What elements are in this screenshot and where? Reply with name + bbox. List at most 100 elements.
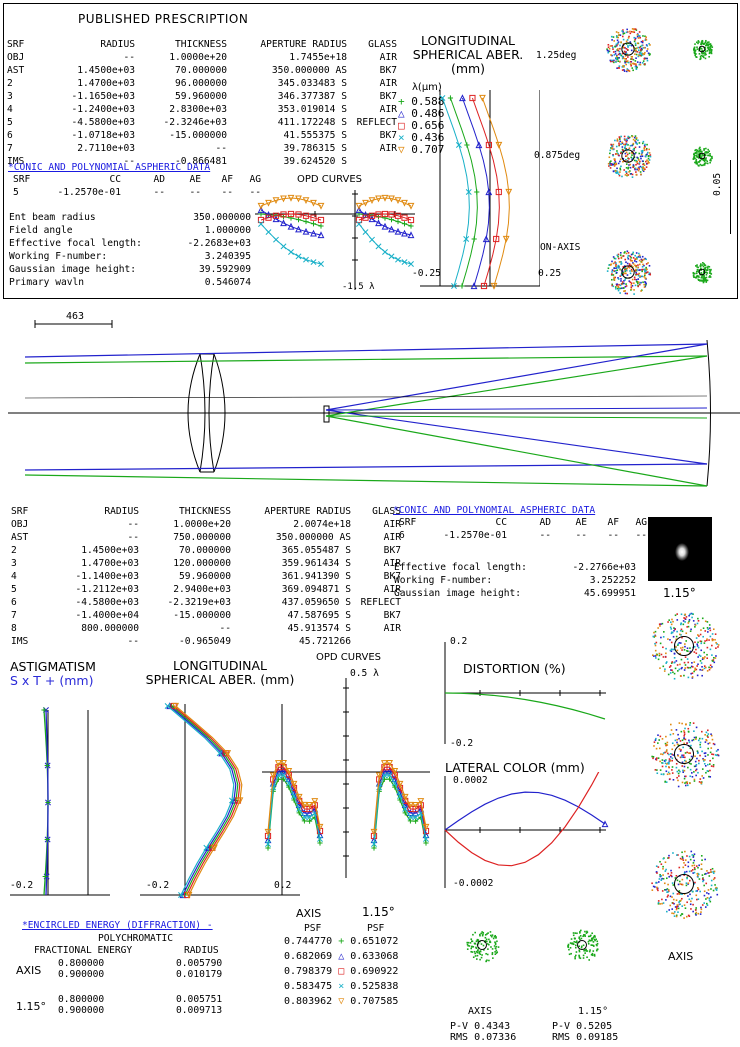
spot-dot — [709, 158, 712, 160]
psf-field-value: 0.707585 — [344, 996, 399, 1007]
spot-dot — [614, 153, 617, 155]
triangle-marker — [375, 219, 382, 227]
table-cell: AG — [249, 174, 261, 185]
spot-dot — [626, 68, 629, 70]
table-cell: 346.377387 S — [277, 91, 347, 102]
table-cell — [348, 155, 398, 168]
spot-dot — [687, 882, 690, 885]
spot-dot — [652, 635, 655, 638]
spot-dot — [697, 739, 700, 742]
spot-dot — [644, 284, 647, 286]
spot-dot — [712, 870, 715, 873]
table-cell: CC — [109, 174, 121, 185]
spot-dot — [664, 656, 667, 658]
spot-dot — [630, 286, 633, 289]
spot-dot — [700, 280, 703, 282]
triangle-down-marker — [422, 823, 430, 831]
spot-dot — [480, 943, 483, 945]
spot-dot — [612, 285, 615, 288]
spot-dot — [625, 151, 628, 154]
spot-dot — [701, 164, 704, 167]
spot-dot — [697, 634, 699, 636]
spot-dot — [704, 630, 707, 632]
spot-dot — [679, 740, 682, 742]
spot-dot — [647, 262, 649, 264]
spot-dot — [704, 267, 707, 269]
spot-dot — [622, 273, 625, 276]
spot-dot — [684, 645, 686, 648]
spot-dot — [690, 628, 692, 631]
spot-dot — [675, 908, 678, 911]
spot-dot — [707, 736, 709, 738]
spot-dot — [683, 769, 686, 772]
x-marker — [407, 813, 414, 820]
astig-plot — [10, 707, 110, 896]
spot-dot — [574, 932, 577, 934]
spot-dot — [699, 778, 702, 780]
spot-dot — [635, 68, 638, 71]
spot-dot — [487, 932, 489, 934]
spot-dot — [661, 898, 663, 901]
spot-dot — [688, 619, 691, 621]
spot-dot — [678, 642, 681, 644]
spot-dot — [655, 654, 658, 656]
spot-dot — [628, 264, 631, 267]
spot-dot — [620, 269, 623, 271]
spot-dot — [654, 655, 657, 657]
spot-dot — [617, 154, 620, 157]
spot-dot — [624, 61, 626, 64]
spot-dot — [614, 139, 616, 142]
square-marker — [401, 214, 408, 221]
spot-dot — [621, 55, 624, 58]
spot-dot — [706, 41, 709, 44]
spot-dot — [714, 633, 717, 635]
spot-dot — [695, 158, 698, 161]
square-marker — [412, 806, 419, 813]
spot-dot — [692, 856, 695, 858]
ray — [24, 474, 708, 487]
spot-dot — [607, 51, 610, 54]
spot-dot — [574, 957, 576, 960]
spot-dot — [709, 48, 711, 51]
spot-dot — [645, 44, 648, 46]
spot-dot — [586, 956, 588, 959]
bottom-opd-title: OPD CURVES — [316, 652, 381, 663]
spot-dot — [470, 950, 472, 953]
spot-dot — [590, 934, 592, 937]
spot-dot — [611, 164, 614, 166]
spot-dot — [708, 742, 711, 744]
triangle-marker — [406, 809, 414, 817]
spot-dot — [677, 754, 679, 757]
spot-dot — [679, 633, 681, 636]
spot-dot — [702, 55, 704, 57]
spot-dot — [670, 723, 672, 726]
spot-dot — [662, 773, 665, 776]
spot-dot — [675, 635, 678, 638]
top-asphere-title: *CONIC AND POLYNOMIAL ASPHERIC DATA — [8, 162, 211, 173]
table-cell: AIR — [383, 519, 401, 530]
spot-dot — [637, 256, 640, 258]
spot-dot — [624, 174, 627, 176]
spot-dot — [702, 154, 704, 157]
table-cell: 7 — [7, 143, 13, 154]
spot-dot — [648, 264, 651, 267]
spot-dot — [645, 148, 648, 151]
spot-dot — [634, 146, 637, 149]
spot-dot — [695, 774, 697, 777]
wavelength-legend-item: + 0.588 — [398, 96, 444, 108]
spot-dot — [690, 763, 692, 765]
spot-dot — [471, 951, 474, 953]
spot-dot — [702, 877, 704, 879]
spot-dot — [625, 170, 627, 173]
spot-dot — [634, 53, 636, 55]
triangle-down-marker — [407, 202, 415, 210]
table-cell: Gaussian image height: — [9, 264, 137, 275]
plus-marker — [42, 873, 48, 880]
spot-diagram — [692, 146, 713, 167]
spot-dot — [636, 66, 638, 69]
spot-dot — [474, 952, 476, 955]
table-cell: 350.000000 AS — [271, 65, 347, 76]
spot-dot — [644, 146, 646, 148]
triangle-marker — [401, 229, 408, 237]
table-cell: Working F-number: — [9, 251, 108, 262]
